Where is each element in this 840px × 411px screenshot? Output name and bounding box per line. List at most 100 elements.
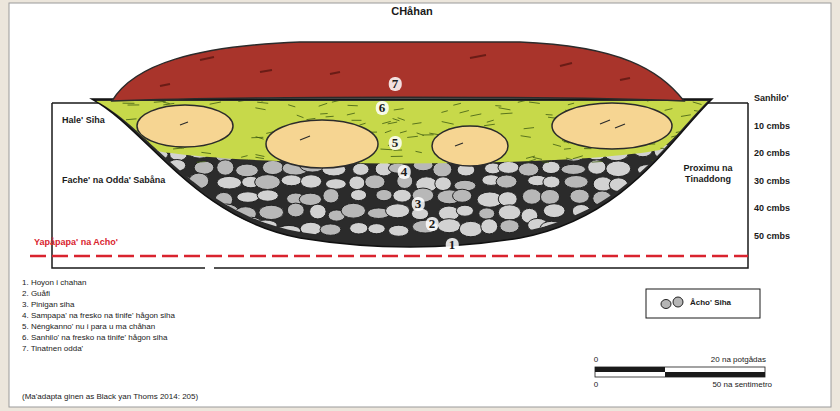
- stone: [217, 176, 242, 189]
- legend-list-item: 4. Sampapa' na fresko na tinife' hågon s…: [22, 311, 175, 321]
- oven-pit: [92, 99, 712, 247]
- grass-stroke: [197, 161, 206, 163]
- stone: [151, 161, 171, 171]
- grass-stroke: [487, 120, 494, 122]
- callout-number: 6: [376, 101, 389, 115]
- stone: [192, 208, 209, 219]
- grass-stroke: [533, 157, 542, 159]
- stone: [193, 222, 212, 235]
- grass-stroke: [553, 144, 561, 146]
- grass-stroke: [442, 122, 454, 125]
- grass-stroke: [484, 124, 495, 125]
- stone: [456, 205, 473, 216]
- stone: [389, 225, 409, 236]
- grass-stroke: [251, 137, 263, 138]
- stone: [105, 223, 128, 237]
- grass-stroke: [288, 105, 295, 107]
- callout-number: 4: [398, 165, 411, 179]
- grass-stroke: [394, 109, 404, 110]
- grass-stroke: [391, 156, 403, 157]
- stone: [588, 160, 606, 174]
- scale-label: 0: [594, 355, 598, 365]
- grass-stroke: [529, 102, 540, 103]
- stone: [257, 190, 278, 201]
- rock-icon: [661, 300, 671, 309]
- grass-stroke: [470, 114, 481, 116]
- stone: [659, 223, 679, 238]
- grass-stroke: [326, 116, 334, 118]
- stone: [365, 175, 385, 189]
- legend-text: Åcho' Siha: [690, 298, 731, 308]
- grass-stroke: [564, 148, 571, 150]
- layer-label: Fache' na Odda' Sabåna: [62, 175, 165, 186]
- grass-stroke: [441, 111, 447, 113]
- stone: [540, 221, 563, 234]
- layer-label: Yapåpapa' na Acho': [34, 237, 118, 248]
- grass-stroke: [126, 118, 137, 120]
- grass-stroke: [665, 109, 673, 111]
- stone: [281, 175, 302, 186]
- callout-number: 7: [389, 77, 402, 91]
- title: CHåhan: [391, 5, 433, 18]
- grass-stroke: [348, 105, 358, 106]
- stone: [481, 219, 498, 234]
- grass-stroke: [501, 113, 513, 115]
- legend-box: [646, 289, 760, 318]
- grass-stroke: [495, 105, 501, 106]
- depth-label: 40 cmbs: [754, 203, 790, 214]
- grass-stroke: [135, 153, 147, 155]
- stone: [143, 206, 167, 222]
- grass-stroke: [566, 158, 573, 160]
- stone: [253, 220, 277, 230]
- grass-stroke: [173, 148, 182, 150]
- grass-stroke: [238, 100, 248, 102]
- grass-stroke: [661, 159, 669, 161]
- stone: [676, 205, 693, 217]
- layer-label: Hale' Siha: [62, 115, 105, 126]
- legend-list-item: 5. Néngkanno' nu i para u ma chåhan: [22, 322, 155, 332]
- grass-stroke: [660, 148, 668, 149]
- grass-stroke: [306, 118, 315, 119]
- stone: [239, 217, 263, 233]
- food-bundle: [266, 120, 378, 168]
- stone: [237, 192, 259, 203]
- grass-stroke: [681, 115, 691, 117]
- stone: [168, 159, 186, 171]
- grass-stroke: [652, 160, 659, 161]
- scale-label: 50 na sentimetro: [712, 380, 772, 390]
- stone: [277, 225, 301, 236]
- stone: [651, 179, 674, 190]
- stone: [123, 205, 145, 217]
- stone: [606, 161, 631, 177]
- food-marks: [180, 120, 625, 146]
- scale-bar: [595, 367, 765, 377]
- depth-label: Sanhilo': [754, 93, 789, 104]
- grass-stroke: [118, 144, 126, 146]
- stone: [496, 175, 517, 188]
- grass-stroke: [676, 130, 687, 132]
- grass-stroke: [255, 157, 263, 158]
- grass-stroke: [393, 119, 400, 121]
- grass-stroke: [526, 156, 535, 158]
- stone: [129, 222, 153, 235]
- stone: [589, 220, 611, 231]
- depth-label: 10 cmbs: [754, 121, 790, 132]
- grass-stroke: [382, 121, 391, 123]
- stone: [368, 224, 385, 234]
- scale-bar-segment: [595, 367, 665, 372]
- stone: [498, 192, 517, 207]
- grass-stroke: [693, 102, 702, 105]
- depth-label: 50 cmbs: [754, 231, 790, 242]
- grass-stroke: [319, 103, 328, 106]
- stone: [287, 203, 304, 217]
- stone: [433, 162, 452, 177]
- stone: [299, 193, 321, 205]
- stone: [540, 189, 559, 204]
- grass-stroke: [112, 154, 123, 156]
- stone: [194, 161, 214, 174]
- stone: [564, 175, 588, 188]
- grass-stroke: [297, 115, 304, 118]
- callout-number: 5: [389, 136, 402, 150]
- stone: [341, 203, 365, 218]
- layer-label: Proximu na Tinaddong: [666, 163, 750, 185]
